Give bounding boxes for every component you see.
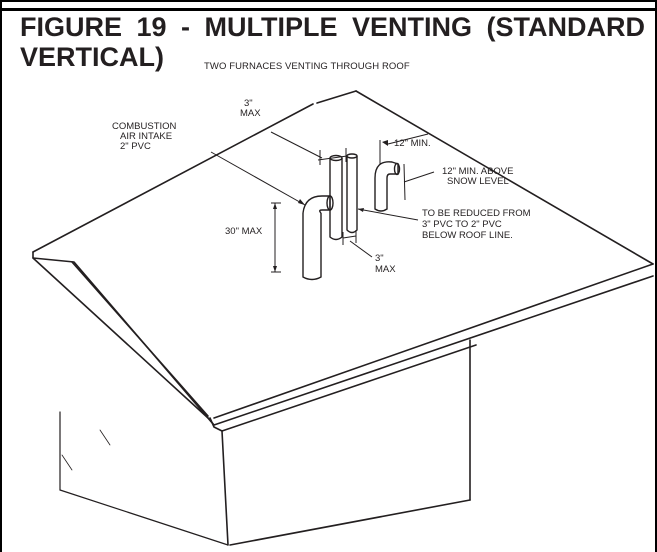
figure-title: FIGURE 19 - MULTIPLE VENTING (STANDARD — [20, 12, 645, 42]
roof-fascia — [209, 344, 477, 432]
wall-shade-1 — [61, 454, 73, 471]
leader-12-min — [387, 133, 429, 145]
label-combustion-3: 2" PVC — [120, 141, 151, 152]
label-snow-2: SNOW LEVEL — [447, 176, 509, 187]
roof-lower-edge — [32, 251, 654, 426]
roof-left-slope — [32, 103, 314, 253]
leader-3-max-bottom — [349, 240, 373, 258]
label-max-top: MAX — [240, 108, 261, 119]
roof-ridge-line — [316, 90, 357, 104]
figure-title-continued: VERTICAL) — [20, 42, 164, 72]
label-combustion-2: AIR INTAKE — [120, 131, 172, 142]
label-reduce-3: BELOW ROOF LINE. — [422, 230, 513, 241]
house-front-corner — [221, 430, 229, 546]
leader-combustion — [210, 151, 306, 206]
intake-pipe-left — [302, 213, 322, 281]
dimension-lines — [210, 131, 435, 273]
intake-pipe-right — [374, 178, 388, 212]
house-right-wall-bottom — [229, 499, 471, 546]
exhaust-pipe-1 — [329, 158, 343, 241]
vent-pipes — [302, 153, 401, 281]
house-left-bottom — [59, 489, 229, 546]
wall-shade-2 — [99, 429, 111, 446]
label-30-max: 30" MAX — [225, 226, 263, 237]
intake-elbow-left — [302, 195, 331, 214]
roof-eave-right-top — [213, 263, 654, 419]
roof-right-slope — [355, 90, 654, 265]
dim-12-min — [379, 140, 406, 201]
gable-wall-edge — [71, 261, 209, 417]
label-12-min: 12" MIN. — [394, 138, 431, 149]
label-combustion-1: COMBUSTION — [112, 121, 177, 132]
label-reduce-2: 3" PVC TO 2" PVC — [422, 219, 502, 230]
dim-3-max-bottom — [342, 230, 357, 245]
leader-reduce — [357, 208, 419, 221]
exhaust-pipe-2 — [346, 156, 358, 234]
dim-30-max — [271, 202, 281, 273]
label-reduce-1: TO BE REDUCED FROM — [422, 208, 531, 219]
top-rule — [0, 0, 657, 11]
intake-elbow-right-mouth — [393, 162, 401, 176]
label-3in-bottom: 3" — [375, 253, 384, 264]
label-max-bottom: MAX — [375, 264, 396, 275]
exhaust-pipe-2-top — [346, 153, 358, 159]
leader-3-max-top — [270, 131, 323, 159]
label-snow-1: 12" MIN. ABOVE — [442, 166, 513, 177]
figure-frame — [0, 9, 657, 552]
label-3in-top: 3" — [244, 98, 253, 109]
intake-elbow-right — [374, 161, 399, 179]
dimension-arrows — [273, 140, 388, 272]
figure-subtitle: TWO FURNACES VENTING THROUGH ROOF — [204, 61, 410, 72]
leader-snow — [403, 171, 435, 183]
